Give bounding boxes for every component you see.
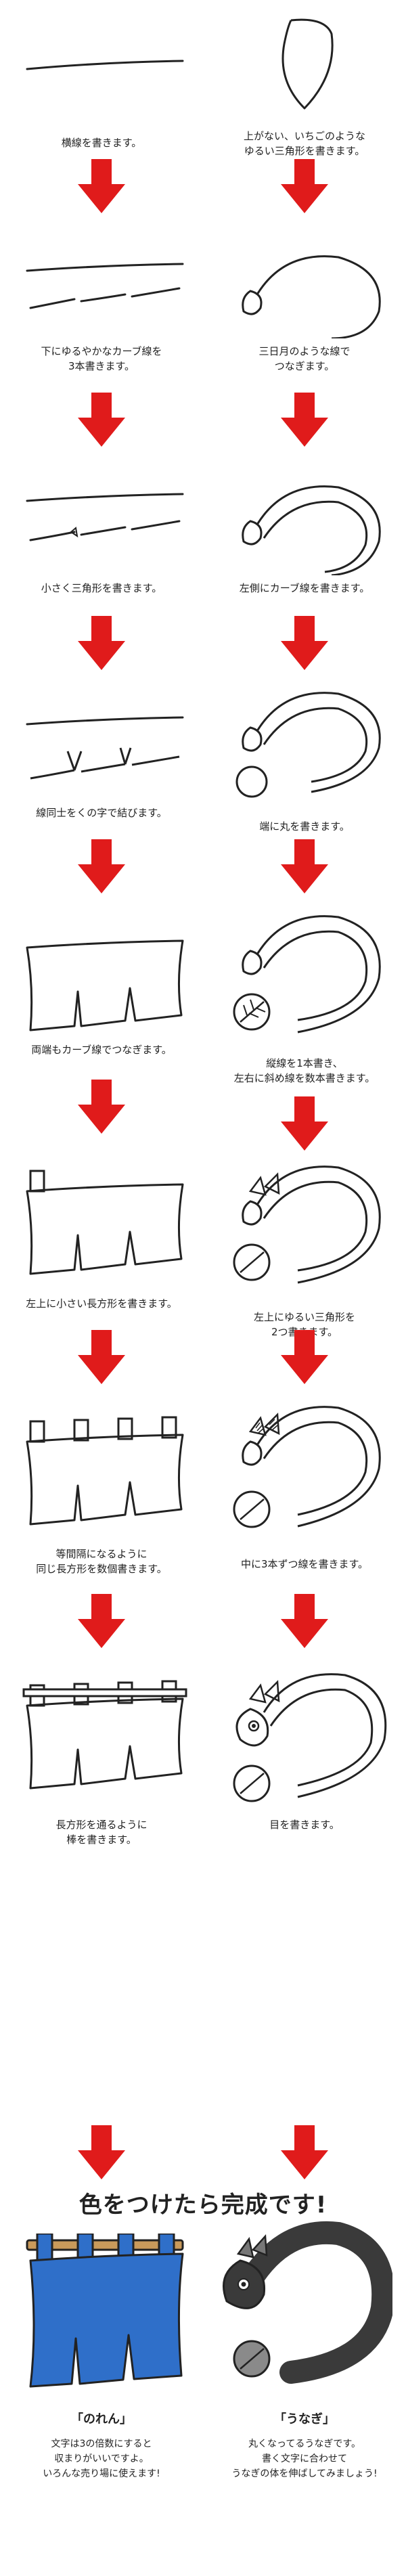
completion-title: 色をつけたら完成です! <box>78 2192 328 2219</box>
red-arrow-down-icon <box>78 1330 125 1384</box>
red-arrow-down-icon <box>78 1080 125 1134</box>
unagi-step-7-drawing <box>233 1406 381 1528</box>
noren-step-5-caption: 両端もカーブ線でつなぎます。 <box>31 1044 172 1056</box>
unagi-step-7-caption: 中に3本ずつ線を書きます。 <box>240 1558 369 1570</box>
noren-step-4-drawing <box>26 716 184 780</box>
red-arrow-down-icon <box>281 159 328 213</box>
red-arrow-down-icon <box>281 1330 328 1384</box>
red-arrow-down-icon <box>78 393 125 447</box>
unagi-step-4-caption: 端に丸を書きます。 <box>259 820 350 832</box>
red-arrow-down-icon <box>281 1096 328 1151</box>
red-arrow-down-icon <box>78 616 125 670</box>
unagi-step-5-drawing <box>233 915 381 1034</box>
noren-step-5-drawing <box>26 939 184 1031</box>
noren-step-3-drawing <box>26 493 184 541</box>
noren-step-4-caption: 線同士をくの字で結びます。 <box>36 807 167 819</box>
red-arrow-down-icon <box>78 2125 125 2179</box>
noren-step-6-drawing <box>26 1170 184 1275</box>
unagi-step-5-caption: 縦線を1本書き、 左右に斜め線を数本書きます。 <box>233 1057 376 1084</box>
unagi-step-2-caption: 三日月のような線で つなぎます。 <box>258 345 351 372</box>
unagi-step-3-caption: 左側にカーブ線を書きます。 <box>239 582 370 594</box>
unagi-step-2-drawing <box>242 255 381 338</box>
red-arrow-down-icon <box>281 616 328 670</box>
unagi-step-8-caption: 目を書きます。 <box>269 1819 340 1831</box>
unagi-step-3-drawing <box>242 485 381 575</box>
unagi-note: 丸くなってるうなぎです。 書く文字に合わせて うなぎの体を伸ばしてみましょう! <box>231 2439 378 2479</box>
noren-name-label: 「のれん」 <box>71 2412 132 2426</box>
unagi-step-4-drawing <box>235 692 381 798</box>
noren-step-3-caption: 小さく三角形を書きます。 <box>41 582 162 594</box>
unagi-name-label: 「うなぎ」 <box>274 2412 335 2426</box>
noren-step-8-drawing <box>22 1680 187 1790</box>
red-arrow-down-icon <box>281 393 328 447</box>
noren-note: 文字は3の倍数にすると 収まりがいいですよ。 いろんな売り場に使えます! <box>43 2439 160 2479</box>
red-arrow-down-icon <box>281 1594 328 1648</box>
red-arrow-down-icon <box>281 839 328 893</box>
noren-step-6-caption: 左上に小さい長方形を書きます。 <box>26 1297 177 1310</box>
noren-step-1-caption: 横線を書きます。 <box>61 137 142 149</box>
unagi-colored-illustration <box>223 2221 392 2384</box>
noren-colored-illustration <box>26 2234 184 2388</box>
red-arrow-down-icon <box>78 1594 125 1648</box>
noren-step-2-drawing <box>26 263 184 309</box>
unagi-step-1-caption: 上がない、いちごのような ゆるい三角形を書きます。 <box>243 130 365 157</box>
red-arrow-down-icon <box>78 839 125 893</box>
unagi-step-6-drawing <box>233 1165 381 1284</box>
red-arrow-down-icon <box>78 159 125 213</box>
noren-step-2-caption: 下にゆるやかなカーブ線を 3本書きます。 <box>41 345 162 372</box>
noren-step-7-caption: 等間隔になるように 同じ長方形を数個書きます。 <box>36 1548 167 1575</box>
red-arrow-down-icon <box>281 2125 328 2179</box>
noren-step-1-drawing <box>26 60 184 70</box>
noren-step-7-drawing <box>26 1416 184 1526</box>
unagi-step-1-drawing <box>281 18 334 110</box>
noren-step-8-caption: 長方形を通るように 棒を書きます。 <box>55 1819 148 1846</box>
unagi-step-8-drawing <box>233 1673 387 1802</box>
